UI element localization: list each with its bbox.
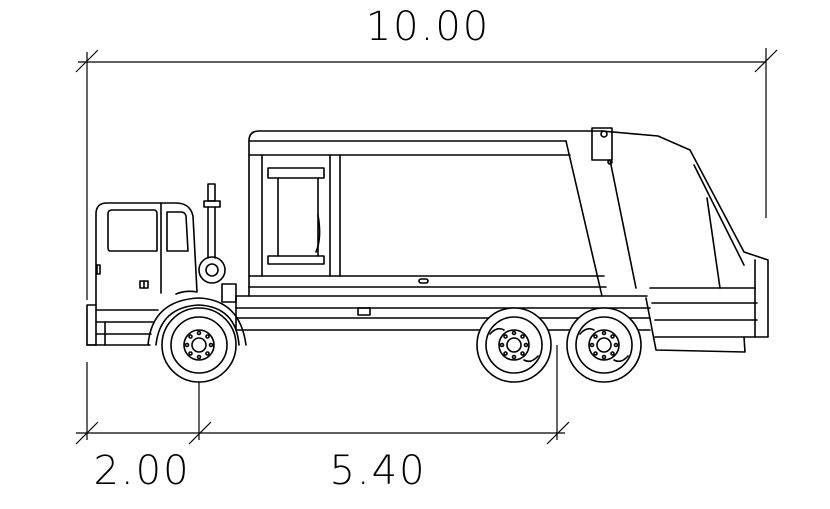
dimension-bottom: 2.00 5.40 bbox=[75, 345, 570, 494]
wheelbase-label: 5.40 bbox=[329, 448, 426, 494]
dimension-overall-length: 10.00 bbox=[75, 4, 778, 300]
front-wheel-icon bbox=[161, 307, 237, 383]
tailgate bbox=[565, 127, 769, 353]
front-fender bbox=[147, 297, 247, 346]
exhaust-stack bbox=[198, 183, 237, 303]
garbage-truck-icon bbox=[86, 127, 769, 383]
compactor-body bbox=[248, 130, 607, 297]
front-overhang-label: 2.00 bbox=[93, 448, 190, 494]
rear-wheel-icon-2 bbox=[566, 307, 642, 383]
overall-length-label: 10.00 bbox=[366, 4, 491, 50]
cab bbox=[86, 202, 198, 346]
rear-wheel-icon-1 bbox=[476, 307, 552, 383]
